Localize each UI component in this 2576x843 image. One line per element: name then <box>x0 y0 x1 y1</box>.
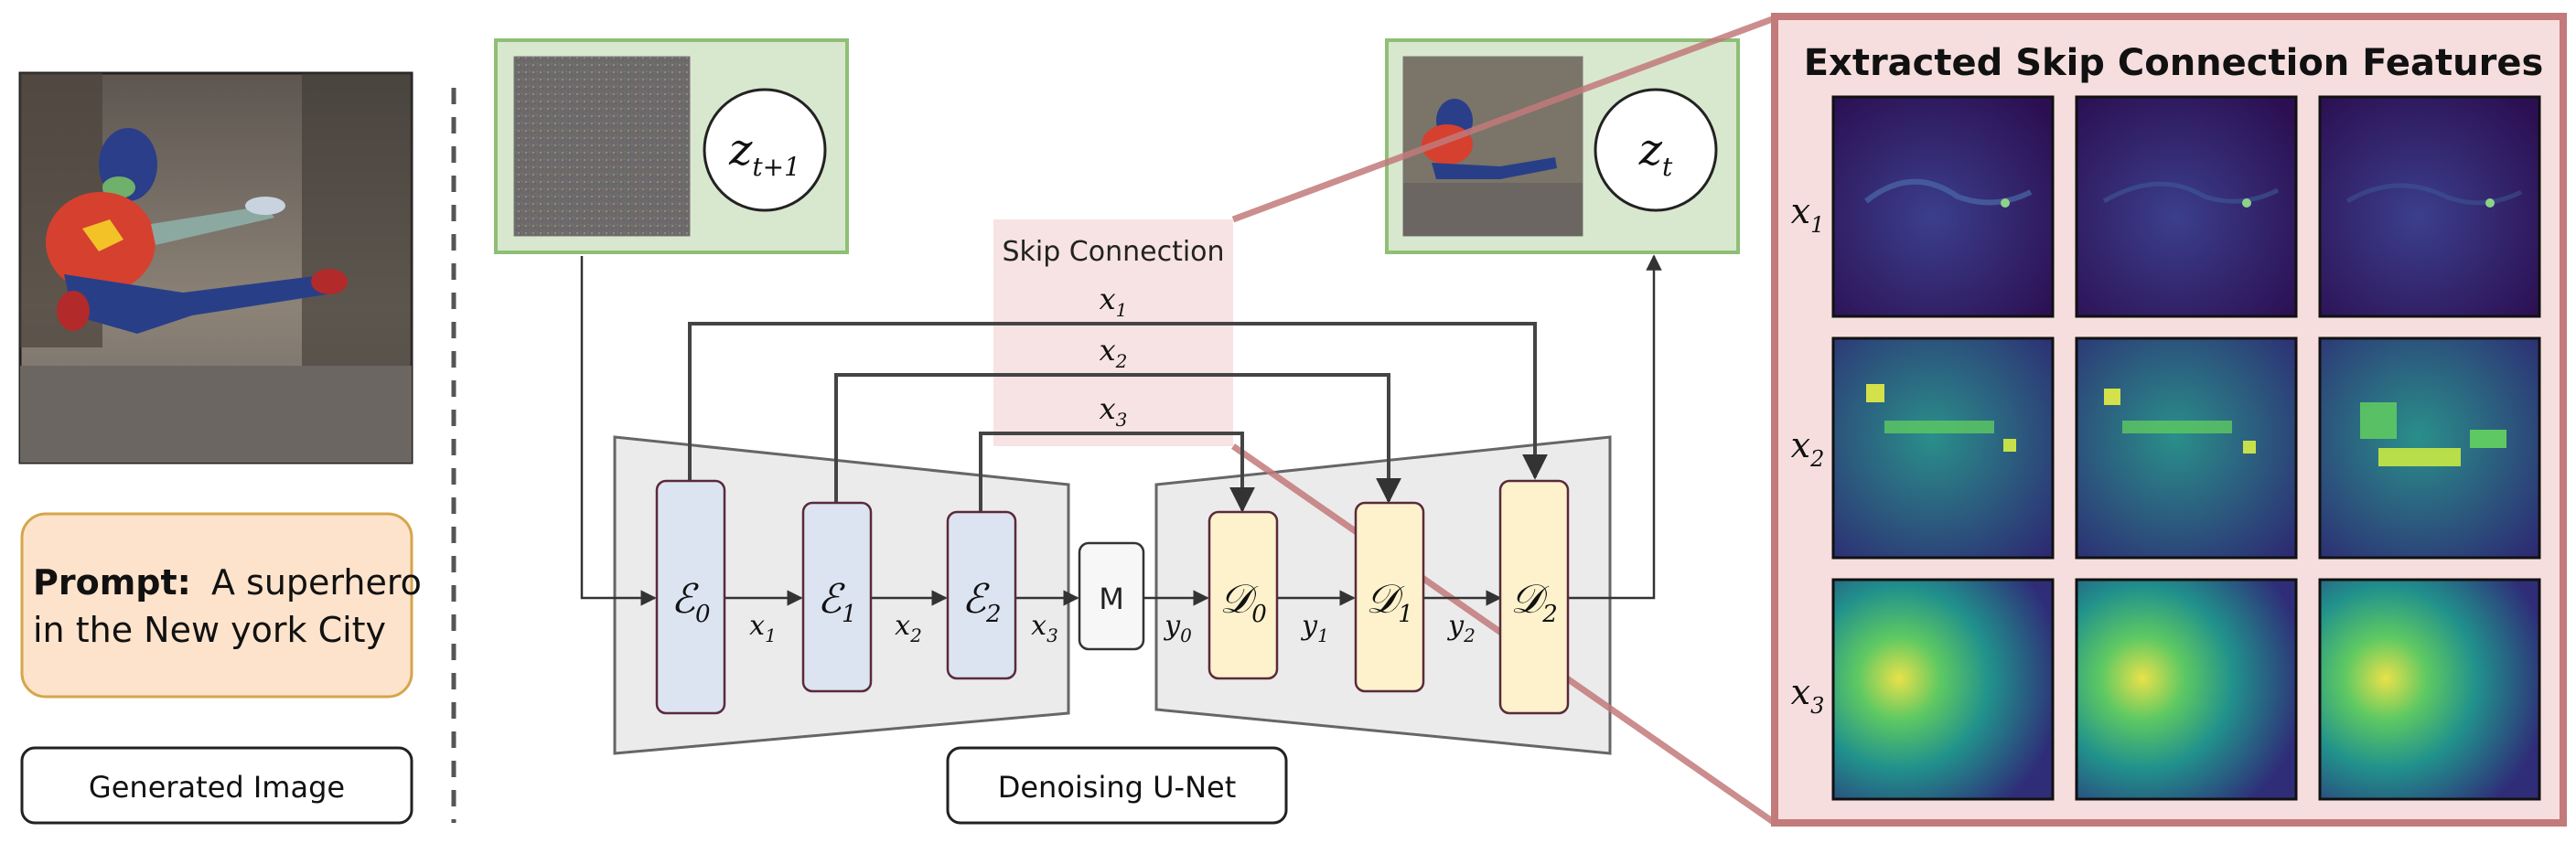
svg-text:ℰ2: ℰ2 <box>961 576 1001 628</box>
row-label-x2: x2 <box>1791 425 1825 472</box>
skip-to-panel-connector-top <box>1231 15 1776 223</box>
row-label-x3: x3 <box>1791 672 1825 719</box>
skip-connection-highlight <box>993 219 1233 446</box>
output-latent-base: z <box>1638 124 1663 176</box>
edge-label-x1: x1 <box>749 610 777 646</box>
skip-label-x2: x2 <box>1100 333 1128 372</box>
skip-label-x3: x3 <box>1100 391 1128 431</box>
svg-text:zt: zt <box>1638 124 1673 182</box>
input-latent-base: z <box>728 124 753 176</box>
prompt-line2: in the New york City <box>33 610 386 650</box>
noisy-latent-image <box>513 56 691 237</box>
svg-text:M: M <box>1099 582 1124 616</box>
edge-label-y0: y0 <box>1163 610 1192 646</box>
middle-block: M <box>1078 541 1145 651</box>
feature-map-x3-1 <box>2075 578 2298 801</box>
generated-image-column: Prompt: A superhero in the New york City… <box>18 71 422 825</box>
feature-map-x1-2 <box>2318 95 2541 318</box>
encoder-block-1: ℰ1 <box>801 501 873 693</box>
edge-label-y2: y2 <box>1446 610 1476 646</box>
svg-text:ℰ0: ℰ0 <box>671 576 710 628</box>
skip-connection-label: Skip Connection <box>1002 236 1224 268</box>
feature-map-x2-2 <box>2318 336 2541 560</box>
unet-section: Skip Connection zt+1 zt <box>494 15 1776 826</box>
decoder-block-1: 𝒟1 <box>1354 501 1425 693</box>
edge-label-y1: y1 <box>1300 610 1329 646</box>
skip-line-x2 <box>834 373 1401 504</box>
prompt-line1: A superhero <box>211 562 422 603</box>
encoder-block-0: ℰ0 <box>655 479 726 715</box>
generated-image-caption-box: Generated Image <box>20 746 413 825</box>
output-arrow <box>1568 254 1662 600</box>
feature-map-x3-2 <box>2318 578 2541 801</box>
output-latent-box: zt <box>1385 38 1740 254</box>
prompt-box: Prompt: A superhero in the New york City <box>20 512 422 699</box>
skip-label-x1: x1 <box>1100 282 1128 321</box>
generated-image-caption: Generated Image <box>89 770 345 805</box>
edge-label-x2: x2 <box>895 610 922 646</box>
output-latent-sub: t <box>1662 152 1673 182</box>
skip-line-x3 <box>979 432 1255 513</box>
feature-map-x1-0 <box>1831 95 2055 318</box>
decoder-block-2: 𝒟2 <box>1498 479 1570 715</box>
generated-image <box>18 71 413 464</box>
feature-map-x3-0 <box>1831 578 2055 801</box>
input-latent-sub: t+1 <box>752 152 800 182</box>
svg-text:ℰ1: ℰ1 <box>817 576 856 628</box>
row-label-x1: x1 <box>1791 191 1825 238</box>
prompt-label: Prompt: <box>33 562 191 603</box>
input-arrow <box>580 256 657 606</box>
svg-text:Prompt: A superhero: Prompt: A superhero <box>33 562 422 603</box>
decoder-block-0: 𝒟0 <box>1208 510 1279 680</box>
input-latent-box: zt+1 <box>494 38 849 254</box>
encoder-block-2: ℰ2 <box>946 510 1017 680</box>
feature-map-x2-0 <box>1831 336 2055 560</box>
skip-line-x1 <box>688 322 1548 481</box>
svg-text:zt+1: zt+1 <box>728 124 800 182</box>
feature-map-x2-1 <box>2075 336 2298 560</box>
unet-caption: Denoising U-Net <box>998 770 1237 805</box>
unet-caption-box: Denoising U-Net <box>946 746 1288 825</box>
edge-label-x3: x3 <box>1031 610 1058 646</box>
features-panel-title: Extracted Skip Connection Features <box>1804 42 2544 84</box>
features-panel: Extracted Skip Connection Features x1 x2… <box>1771 13 2567 827</box>
feature-map-x1-1 <box>2075 95 2298 318</box>
